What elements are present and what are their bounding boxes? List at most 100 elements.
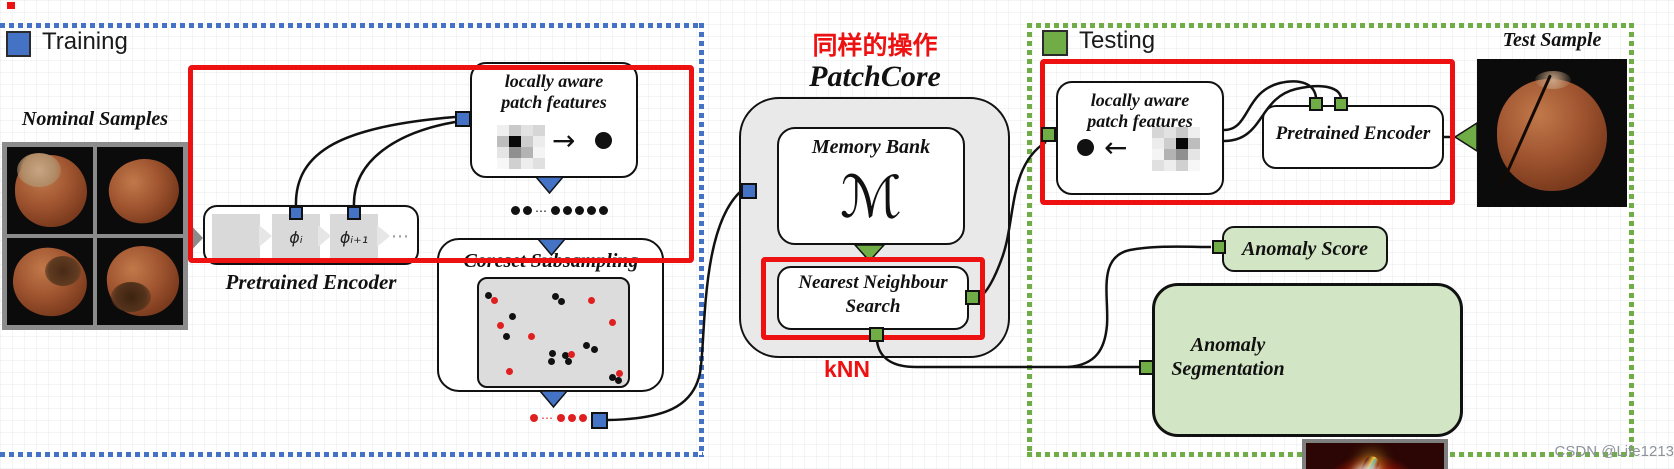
patch-arrow-training: → xyxy=(552,124,576,157)
patch-arrow-testing: ← xyxy=(1104,131,1128,164)
training-frame-top xyxy=(0,23,703,28)
nns-line2: Search xyxy=(845,296,901,317)
training-highlight-rect xyxy=(188,65,694,263)
mosaic-cell xyxy=(521,158,533,169)
coreset-dot-black xyxy=(590,346,598,354)
coreset-dot-red xyxy=(587,297,595,305)
feature-dots-row: ⋯ xyxy=(511,203,608,218)
mosaic-cell xyxy=(1152,149,1164,160)
mosaic-cell xyxy=(521,125,533,136)
training-frame-right xyxy=(699,23,704,457)
feature-tap-connector-1 xyxy=(289,206,303,220)
anomaly-score-box: Anomaly Score xyxy=(1222,226,1388,272)
feature-tap-connector-2 xyxy=(347,206,361,220)
mosaic-cell xyxy=(1152,160,1164,171)
mosaic-cell xyxy=(1188,149,1200,160)
encoder-chevron-3 xyxy=(377,225,390,247)
mosaic-cell xyxy=(509,158,521,169)
dot xyxy=(551,206,560,215)
coreset-dots-row: ⋯ xyxy=(530,412,587,424)
mosaic-cell xyxy=(497,158,509,169)
mosaic-cell xyxy=(1176,127,1188,138)
coreset-dot-red xyxy=(490,297,498,305)
coreset-dot-red xyxy=(496,321,504,329)
watermark: CSDN @Life1213 xyxy=(1554,443,1674,460)
encoder-more-dots: ⋯ xyxy=(391,226,409,247)
training-frame-bottom xyxy=(0,452,703,457)
mosaic-cell xyxy=(1152,127,1164,138)
patch-mosaic-training xyxy=(497,125,545,169)
dot xyxy=(530,414,538,422)
mosaic-cell xyxy=(533,158,545,169)
coreset-dot-black xyxy=(484,291,492,299)
mosaic-cell xyxy=(521,136,533,147)
dot xyxy=(557,414,565,422)
coreset-dot-red xyxy=(616,369,624,377)
coreset-dot-black xyxy=(547,358,555,366)
nominal-sample-4 xyxy=(97,238,183,325)
coreset-dot-black xyxy=(565,358,573,366)
mosaic-cell xyxy=(497,147,509,158)
patch-feature-dot-training xyxy=(595,132,612,149)
anomaly-heatmap-image xyxy=(1302,439,1448,469)
dot xyxy=(587,206,596,215)
memory-bank-symbol: ℳ xyxy=(839,163,903,231)
encoder-phi-i-label: ϕᵢ xyxy=(289,228,303,247)
green-triangle-testimage-to-encoder xyxy=(1453,121,1478,153)
coreset-dot-black xyxy=(557,298,565,306)
dot xyxy=(579,414,587,422)
dot xyxy=(523,206,532,215)
nns-output-connector xyxy=(869,327,884,342)
encoder-stage-2 xyxy=(330,214,378,258)
mosaic-cell xyxy=(1164,127,1176,138)
encoder-phi-i1-label: ϕᵢ₊₁ xyxy=(339,228,369,247)
test-sample-image xyxy=(1477,59,1627,207)
training-legend-label: Training xyxy=(42,28,128,55)
anomaly-segmentation-line2: Segmentation xyxy=(1171,358,1285,380)
mosaic-cell xyxy=(497,136,509,147)
nns-line1: Nearest Neighbour xyxy=(798,272,948,293)
coreset-dot-red xyxy=(505,367,513,375)
coreset-dot-black xyxy=(562,351,570,359)
mosaic-cell xyxy=(509,136,521,147)
encoder-stage-0 xyxy=(212,214,260,258)
mosaic-cell xyxy=(1152,138,1164,149)
dots-ellipsis: ⋯ xyxy=(535,203,548,218)
testing-legend-label: Testing xyxy=(1079,27,1156,54)
mosaic-cell xyxy=(533,136,545,147)
patchcore-input-connector xyxy=(741,183,757,199)
mosaic-cell xyxy=(1164,160,1176,171)
anomaly-segmentation-line1: Anomaly xyxy=(1190,334,1266,356)
nominal-samples-label: Nominal Samples xyxy=(21,108,169,130)
nns-input-connector xyxy=(965,290,980,305)
mosaic-cell xyxy=(521,147,533,158)
test-sample-label: Test Sample xyxy=(1502,29,1602,51)
testing-frame-top xyxy=(1027,23,1634,28)
dot xyxy=(599,206,608,215)
mosaic-cell xyxy=(1188,138,1200,149)
red-artifact-dot xyxy=(7,2,15,9)
coreset-dot-black xyxy=(549,349,557,357)
mosaic-cell xyxy=(1164,138,1176,149)
mosaic-cell xyxy=(1188,127,1200,138)
anomaly-segmentation-connector xyxy=(1139,360,1154,375)
coreset-dot-red xyxy=(568,350,576,358)
patch-features-line2-training: patch features xyxy=(501,92,607,112)
mosaic-cell xyxy=(1164,149,1176,160)
mosaic-cell xyxy=(1176,160,1188,171)
testing-frame-right xyxy=(1629,23,1634,457)
coreset-dot-black xyxy=(614,377,622,385)
annotation-same-operation: 同样的操作 xyxy=(812,32,938,60)
anomaly-score-label: Anomaly Score xyxy=(1241,237,1369,260)
coreset-dot-black xyxy=(552,292,559,300)
mosaic-cell xyxy=(1176,138,1188,149)
mosaic-cell xyxy=(1176,149,1188,160)
coreset-dot-black xyxy=(502,332,510,340)
dot xyxy=(568,414,576,422)
coreset-output-connector xyxy=(591,412,608,429)
encoder-tap-connector-1 xyxy=(1309,97,1323,111)
coreset-dot-black xyxy=(583,342,591,350)
anomaly-score-connector xyxy=(1212,240,1226,254)
nominal-sample-2 xyxy=(97,147,183,234)
